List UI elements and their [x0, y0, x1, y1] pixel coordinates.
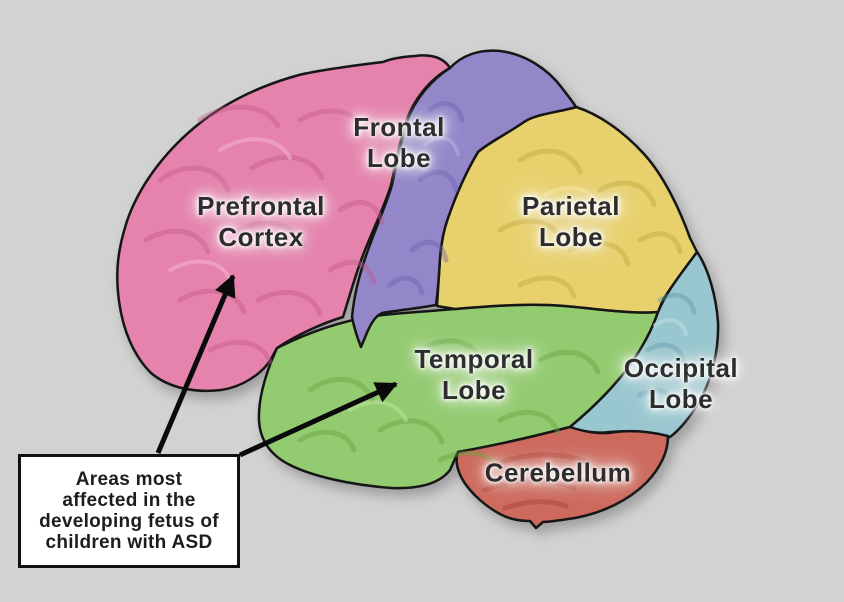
label-prefrontal-cortex-line1: Prefrontal	[197, 191, 325, 221]
arrow-to-temporal-lobe	[238, 381, 398, 458]
brain-folds-texture	[143, 101, 697, 511]
label-temporal-lobe-line1: Temporal	[414, 344, 534, 374]
callout-arrows	[155, 274, 398, 458]
callout-line1: Areas most	[75, 469, 183, 490]
arrow-to-prefrontal-cortex	[155, 274, 236, 454]
label-parietal-lobe-line1: Parietal	[522, 191, 620, 221]
label-frontal-lobe: Frontal Lobe	[353, 112, 445, 174]
region-cerebellum	[455, 425, 670, 530]
callout-box: Areas most affected in the developing fe…	[18, 454, 240, 568]
callout-line4: children with ASD	[45, 532, 213, 553]
label-parietal-lobe-line2: Lobe	[538, 222, 604, 252]
label-occipital-lobe-line2: Lobe	[648, 384, 714, 414]
label-temporal-lobe: Temporal Lobe	[414, 344, 533, 406]
callout-line3: developing fetus of	[39, 511, 219, 532]
region-prefrontal-cortex	[116, 54, 452, 393]
label-frontal-lobe-line1: Frontal	[353, 112, 445, 142]
brain-regions	[116, 49, 720, 530]
label-parietal-lobe: Parietal Lobe	[522, 191, 620, 253]
label-occipital-lobe-line1: Occipital	[623, 353, 739, 383]
label-cerebellum-line1: Cerebellum	[484, 457, 632, 488]
label-prefrontal-cortex: Prefrontal Cortex	[197, 191, 325, 253]
label-frontal-lobe-line2: Lobe	[366, 143, 432, 173]
callout-text: Areas most affected in the developing fe…	[39, 469, 219, 553]
label-prefrontal-cortex-line2: Cortex	[218, 222, 304, 252]
label-occipital-lobe: Occipital Lobe	[624, 353, 738, 415]
label-temporal-lobe-line2: Lobe	[441, 375, 507, 405]
region-frontal-lobe	[350, 49, 578, 349]
callout-line2: affected in the	[62, 490, 196, 511]
label-cerebellum: Cerebellum	[485, 458, 632, 489]
